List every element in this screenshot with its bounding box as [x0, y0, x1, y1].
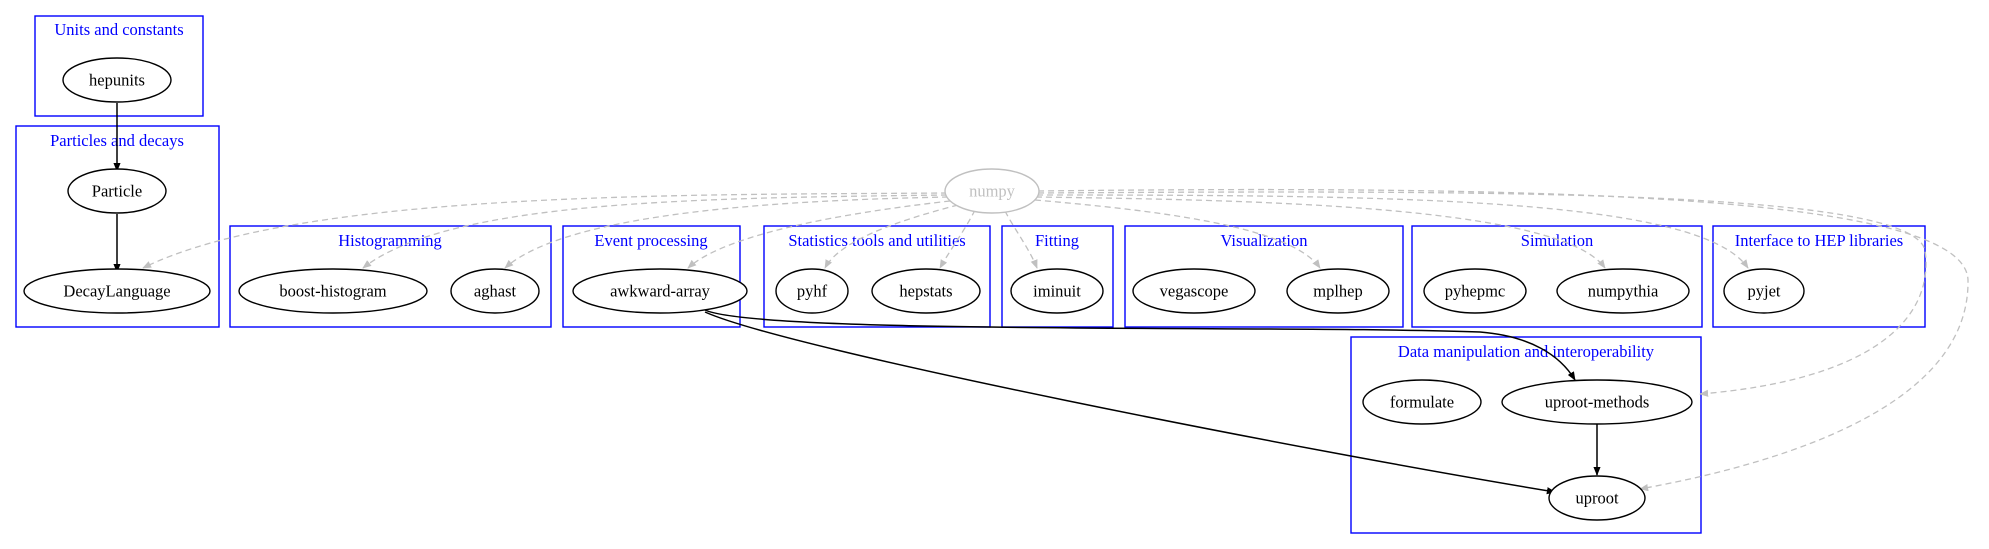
dependency-edges	[113, 103, 1601, 495]
node-numpythia: numpythia	[1556, 268, 1690, 314]
node-label-boost-histogram: boost-histogram	[279, 282, 386, 301]
cluster-label-interface: Interface to HEP libraries	[1735, 231, 1903, 250]
edge-awkward-uproot	[704, 311, 1556, 495]
node-decaylanguage: DecayLanguage	[23, 268, 211, 314]
node-numpy: numpy	[944, 168, 1040, 214]
cluster-fitting: Fitting	[1001, 225, 1114, 328]
node-label-numpythia: numpythia	[1588, 282, 1659, 301]
node-pyhepmc: pyhepmc	[1423, 268, 1527, 314]
edge-numpy-numpythia	[1035, 196, 1606, 269]
cluster-simulation: Simulation	[1411, 225, 1703, 328]
node-vegascope: vegascope	[1132, 268, 1256, 314]
node-label-decaylanguage: DecayLanguage	[63, 282, 170, 301]
cluster-data-manipulation: Data manipulation and interoperability	[1350, 336, 1702, 534]
cluster-label-simulation: Simulation	[1521, 231, 1593, 250]
node-label-vegascope: vegascope	[1160, 282, 1229, 301]
cluster-units-and-constants: Units and constants	[34, 15, 204, 117]
edge-numpy-boost-histogram	[362, 194, 948, 269]
cluster-statistics-tools: Statistics tools and utilities	[763, 225, 991, 328]
cluster-label-event: Event processing	[594, 231, 707, 250]
node-awkward-array: awkward-array	[572, 268, 748, 314]
edge-numpy-aghast	[504, 196, 949, 269]
cluster-label-data: Data manipulation and interoperability	[1398, 342, 1655, 361]
node-label-hepunits: hepunits	[89, 71, 145, 90]
node-uproot-methods: uproot-methods	[1501, 379, 1693, 425]
node-pyhf: pyhf	[775, 268, 849, 314]
edge-numpy-pyjet	[1036, 194, 1749, 269]
node-aghast: aghast	[450, 268, 540, 314]
node-boost-histogram: boost-histogram	[238, 268, 428, 314]
node-label-numpy: numpy	[969, 182, 1016, 201]
node-label-iminuit: iminuit	[1033, 282, 1081, 301]
node-mplhep: mplhep	[1286, 268, 1390, 314]
cluster-label-units: Units and constants	[54, 20, 183, 39]
node-formulate: formulate	[1362, 379, 1482, 425]
edge-numpy-uproot-methods	[1037, 191, 1927, 397]
edge-numpy-decaylanguage	[142, 192, 948, 269]
node-label-particle: Particle	[92, 182, 142, 201]
node-iminuit: iminuit	[1010, 268, 1104, 314]
edge-numpy-uproot	[1037, 188, 1969, 492]
node-label-aghast: aghast	[474, 282, 517, 301]
node-label-uproot-methods: uproot-methods	[1545, 393, 1650, 412]
edge-numpy-mplhep	[1034, 199, 1321, 269]
node-label-formulate: formulate	[1390, 393, 1454, 412]
edge-numpy-hepstats	[939, 209, 976, 269]
cluster-visualization: Visualization	[1124, 225, 1404, 328]
numpy-edges	[142, 188, 1969, 492]
node-label-hepstats: hepstats	[899, 282, 952, 301]
cluster-label-stats: Statistics tools and utilities	[788, 231, 965, 250]
edge-awkward-uproot-methods	[704, 309, 1576, 381]
edge-numpy-awkward-array	[687, 200, 951, 269]
node-pyjet: pyjet	[1723, 268, 1805, 314]
node-label-pyjet: pyjet	[1748, 282, 1781, 301]
edge-numpy-iminuit	[1004, 210, 1038, 269]
cluster-label-fitting: Fitting	[1035, 231, 1079, 250]
node-uproot: uproot	[1548, 475, 1646, 521]
node-hepunits: hepunits	[62, 57, 172, 103]
node-label-uproot: uproot	[1575, 489, 1618, 508]
node-hepstats: hepstats	[871, 268, 981, 314]
edge-numpy-pyhf	[824, 204, 959, 269]
node-label-awkward-array: awkward-array	[610, 282, 711, 301]
cluster-label-visualization: Visualization	[1221, 231, 1308, 250]
cluster-histogramming: Histogramming	[229, 225, 552, 328]
cluster-label-histogramming: Histogramming	[338, 231, 442, 250]
cluster-event-processing: Event processing	[562, 225, 741, 328]
node-particle: Particle	[67, 168, 167, 214]
node-label-pyhepmc: pyhepmc	[1445, 282, 1505, 301]
node-label-mplhep: mplhep	[1313, 282, 1363, 301]
node-label-pyhf: pyhf	[797, 282, 828, 301]
